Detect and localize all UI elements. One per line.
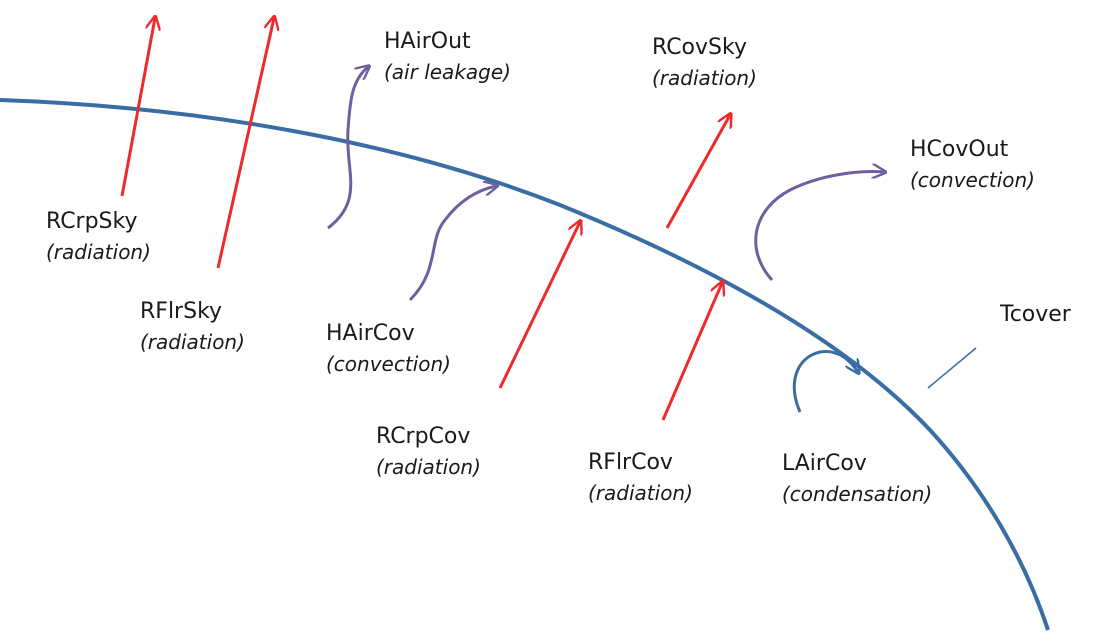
tcover-name: Tcover	[1000, 302, 1071, 327]
rcovsky-sub: (radiation)	[652, 66, 757, 90]
laircov-arrow	[792, 350, 858, 413]
haircov-arrow	[408, 186, 496, 302]
rcrpsky-arrow	[120, 18, 155, 197]
hcovout-label: HCovOut (convection)	[910, 135, 1035, 195]
rcovsky-name: RCovSky	[652, 35, 747, 60]
hairout-label: HAirOut (air leakage)	[384, 27, 511, 87]
rcrpcov-sub: (radiation)	[376, 455, 481, 479]
rcrpsky-name: RCrpSky	[46, 209, 138, 234]
cover-curve	[0, 98, 1050, 631]
rcovsky-arrow	[665, 115, 730, 229]
rflrcov-sub: (radiation)	[588, 481, 693, 505]
rcrpsky-sub: (radiation)	[46, 240, 151, 264]
rcrpcov-name: RCrpCov	[376, 424, 471, 449]
laircov-name: LAirCov	[782, 451, 867, 476]
rflrcov-name: RFlrCov	[588, 450, 673, 475]
hcovout-name: HCovOut	[910, 137, 1009, 162]
haircov-name: HAirCov	[326, 321, 415, 346]
hairout-arrow	[327, 67, 368, 230]
haircov-label: HAirCov (convection)	[326, 319, 451, 379]
laircov-sub: (condensation)	[782, 482, 933, 506]
hairout-name: HAirOut	[384, 29, 471, 54]
rflrcov-arrow	[661, 283, 722, 421]
rcovsky-label: RCovSky (radiation)	[652, 33, 757, 93]
laircov-label: LAirCov (condensation)	[782, 449, 932, 509]
hcovout-sub: (convection)	[910, 168, 1035, 192]
tcover-pointer-line	[927, 347, 977, 389]
rflrsky-name: RFlrSky	[140, 299, 223, 324]
rflrsky-label: RFlrSky (radiation)	[140, 297, 245, 357]
tcover-label: Tcover	[1000, 300, 1071, 330]
rcrpsky-label: RCrpSky (radiation)	[46, 207, 151, 267]
rflrsky-arrow	[216, 18, 274, 269]
haircov-sub: (convection)	[326, 352, 451, 376]
hcovout-arrow	[754, 172, 884, 282]
hairout-sub: (air leakage)	[384, 60, 511, 84]
rcrpcov-label: RCrpCov (radiation)	[376, 422, 481, 482]
rflrcov-label: RFlrCov (radiation)	[588, 448, 693, 508]
rcrpcov-arrow	[498, 222, 580, 389]
rflrsky-sub: (radiation)	[140, 330, 245, 354]
